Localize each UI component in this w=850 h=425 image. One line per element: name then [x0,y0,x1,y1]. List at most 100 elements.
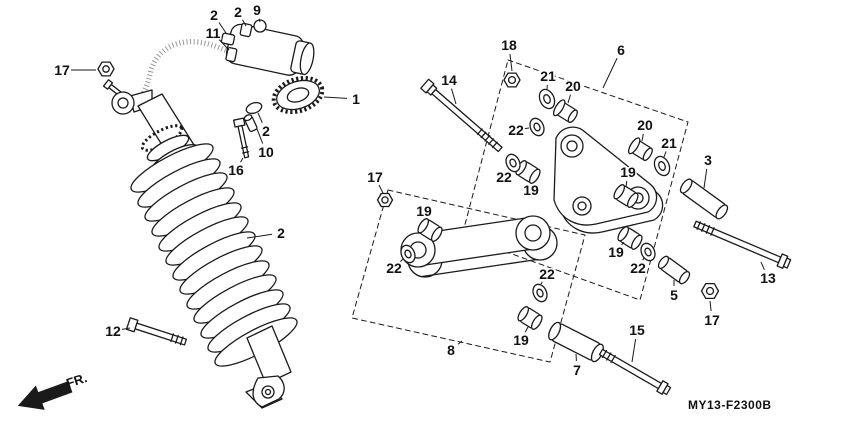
callout-label-8-34: 8 [447,342,455,358]
callout-leader-2-1 [218,22,227,34]
coil-spring [130,143,298,367]
callout-leader-10-7 [256,128,264,144]
bolt-16 [233,117,250,159]
callout-label-21-13: 21 [540,68,556,84]
bushing-19a [417,218,443,242]
callout-leader-19-23 [427,218,430,222]
fr-label: FR. [64,370,89,391]
callout-label-17-22: 17 [367,169,383,185]
bushing-19e [517,306,543,330]
callout-leader-20-14 [567,94,571,104]
washer-22b [505,153,521,173]
callout-leader-2-9 [246,233,273,239]
washer-small [245,101,263,115]
callout-label-19-23: 19 [416,203,432,219]
bolt-12 [125,317,188,346]
callout-label-19-35: 19 [513,332,529,348]
callout-label-12-10: 12 [105,323,121,339]
group-outline-6 [461,59,689,301]
callout-label-20-19: 20 [637,117,653,133]
callout-leader-13-30 [760,261,765,270]
callout-leader-9-3 [258,18,261,23]
callout-label-16-8: 16 [228,162,244,178]
collar-small [243,114,258,133]
callout-leader-15-32 [631,338,637,363]
collar-5 [657,255,691,285]
callout-leader-6-15 [602,57,618,89]
bolt-13 [693,220,792,269]
callout-label-17-0: 17 [54,62,70,78]
callout-label-6-15: 6 [617,42,625,58]
bushing-19b [515,160,541,184]
washer-22a [529,117,545,137]
callout-leader-21-20 [663,151,667,158]
collar-3 [679,178,729,220]
callout-label-19-24: 19 [620,164,636,180]
callout-label-22-17: 22 [496,169,512,185]
washer-22d [532,283,548,303]
nut-17-right [700,282,720,300]
callout-label-13-30: 13 [760,270,776,286]
callout-label-9-3: 9 [253,2,261,18]
part-code: MY13-F2300B [688,398,772,412]
nut-17-top [97,61,115,77]
fr-arrow-icon [17,381,73,410]
callout-leader-8-34 [457,340,463,345]
callout-leader-20-19 [641,133,644,142]
reservoir [220,19,315,76]
callout-leader-19-27 [621,241,625,246]
callout-label-11-4: 11 [206,25,221,41]
cap-screw [220,32,236,46]
callout-leader-3-21 [703,168,708,189]
callout-label-19-27: 19 [608,244,624,260]
callout-label-2-1: 2 [210,7,218,23]
callout-label-7-33: 7 [573,362,581,378]
callout-label-22-28: 22 [630,260,646,276]
callout-label-2-6: 2 [262,123,270,139]
callout-leader-19-35 [524,326,529,333]
callout-label-17-31: 17 [704,312,720,328]
bushing-19d [617,226,643,250]
callout-leader-17-22 [378,184,384,194]
cushion-arm-plate [553,126,664,234]
bolt-15 [598,348,672,396]
shock-lower-clevis [245,325,292,409]
callout-label-5-29: 5 [670,287,678,303]
callout-label-18-11: 18 [501,37,517,53]
callout-label-22-26: 22 [539,266,555,282]
callout-label-2-2: 2 [234,4,242,20]
callout-leader-22-16 [524,127,530,130]
callout-leader-22-28 [642,257,645,261]
callout-leader-2-6 [257,112,263,124]
bushing-19c [613,184,639,208]
collar-7 [548,321,604,363]
nut-18 [503,72,521,88]
callout-leader-2-2 [242,19,247,27]
washer-22e [640,242,656,262]
callout-leader-16-8 [240,157,244,163]
bushing-20a [552,99,578,124]
callout-label-10-7: 10 [258,144,274,160]
callout-label-2-9: 2 [277,225,285,241]
washer-21a [538,88,556,110]
washer-22c [400,244,416,264]
callout-leader-22-17 [508,168,511,171]
nut-17-left [376,192,394,208]
callout-label-21-20: 21 [661,135,677,151]
bolt-14 [420,78,503,153]
callout-leader-12-10 [121,327,131,330]
valve-cap [239,22,253,38]
spring-adjuster-ring [271,75,325,115]
callout-label-15-32: 15 [629,322,645,338]
callout-label-20-14: 20 [565,78,581,94]
washer-21b [653,155,671,177]
fr-direction-indicator: FR. [17,370,89,410]
callout-leader-19-24 [625,180,628,188]
hose-clamp [225,47,238,63]
callout-label-14-12: 14 [441,72,457,88]
callout-leader-17-31 [709,300,712,312]
bushing-20b [627,137,653,162]
